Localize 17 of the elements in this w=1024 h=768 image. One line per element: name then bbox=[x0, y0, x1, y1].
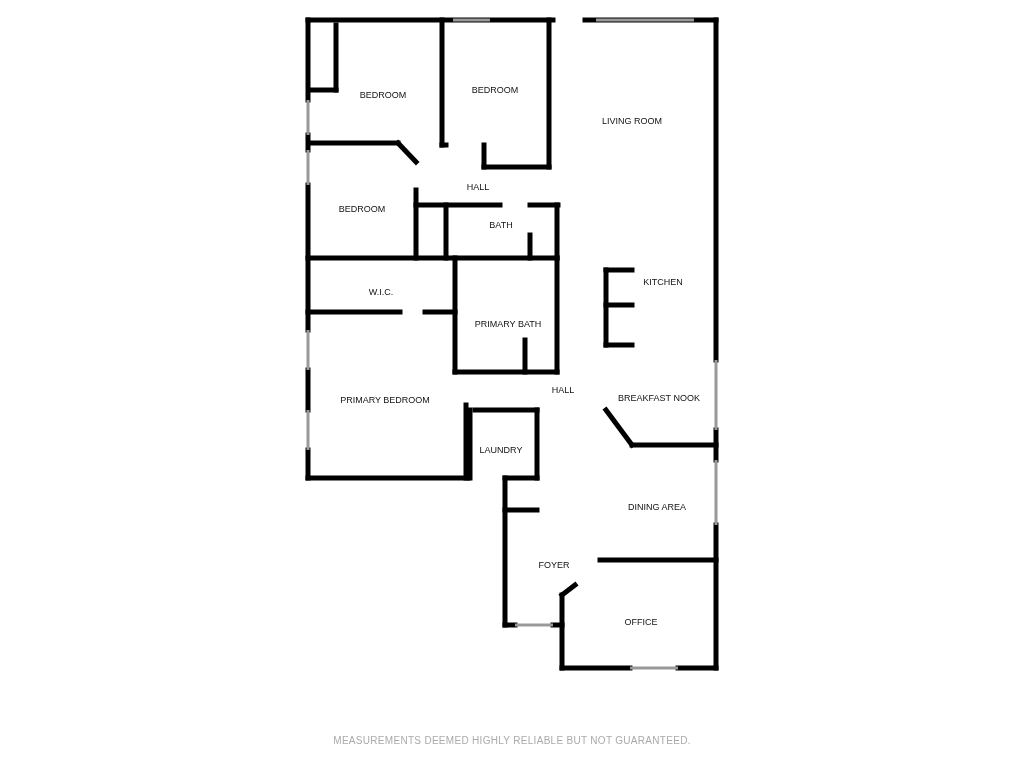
room-label: HALL bbox=[551, 385, 575, 395]
room-label: BEDROOM bbox=[338, 204, 386, 214]
room-label: FOYER bbox=[538, 560, 570, 570]
room-label: BEDROOM bbox=[359, 90, 407, 100]
room-label: BEDROOM bbox=[471, 85, 519, 95]
room-label: DINING AREA bbox=[628, 502, 686, 512]
room-label: LAUNDRY bbox=[479, 445, 523, 455]
room-label: BATH bbox=[489, 220, 513, 230]
room-label: LIVING ROOM bbox=[602, 116, 662, 126]
room-label: PRIMARY BEDROOM bbox=[340, 395, 430, 405]
disclaimer-note: MEASUREMENTS DEEMED HIGHLY RELIABLE BUT NOT GUARANTEED. bbox=[332, 735, 692, 746]
room-label: BREAKFAST NOOK bbox=[618, 393, 700, 403]
room-label: HALL bbox=[466, 182, 490, 192]
room-label: PRIMARY BATH bbox=[474, 319, 542, 329]
room-label: W.I.C. bbox=[368, 287, 394, 297]
room-label: KITCHEN bbox=[643, 277, 683, 287]
room-label: OFFICE bbox=[624, 617, 658, 627]
